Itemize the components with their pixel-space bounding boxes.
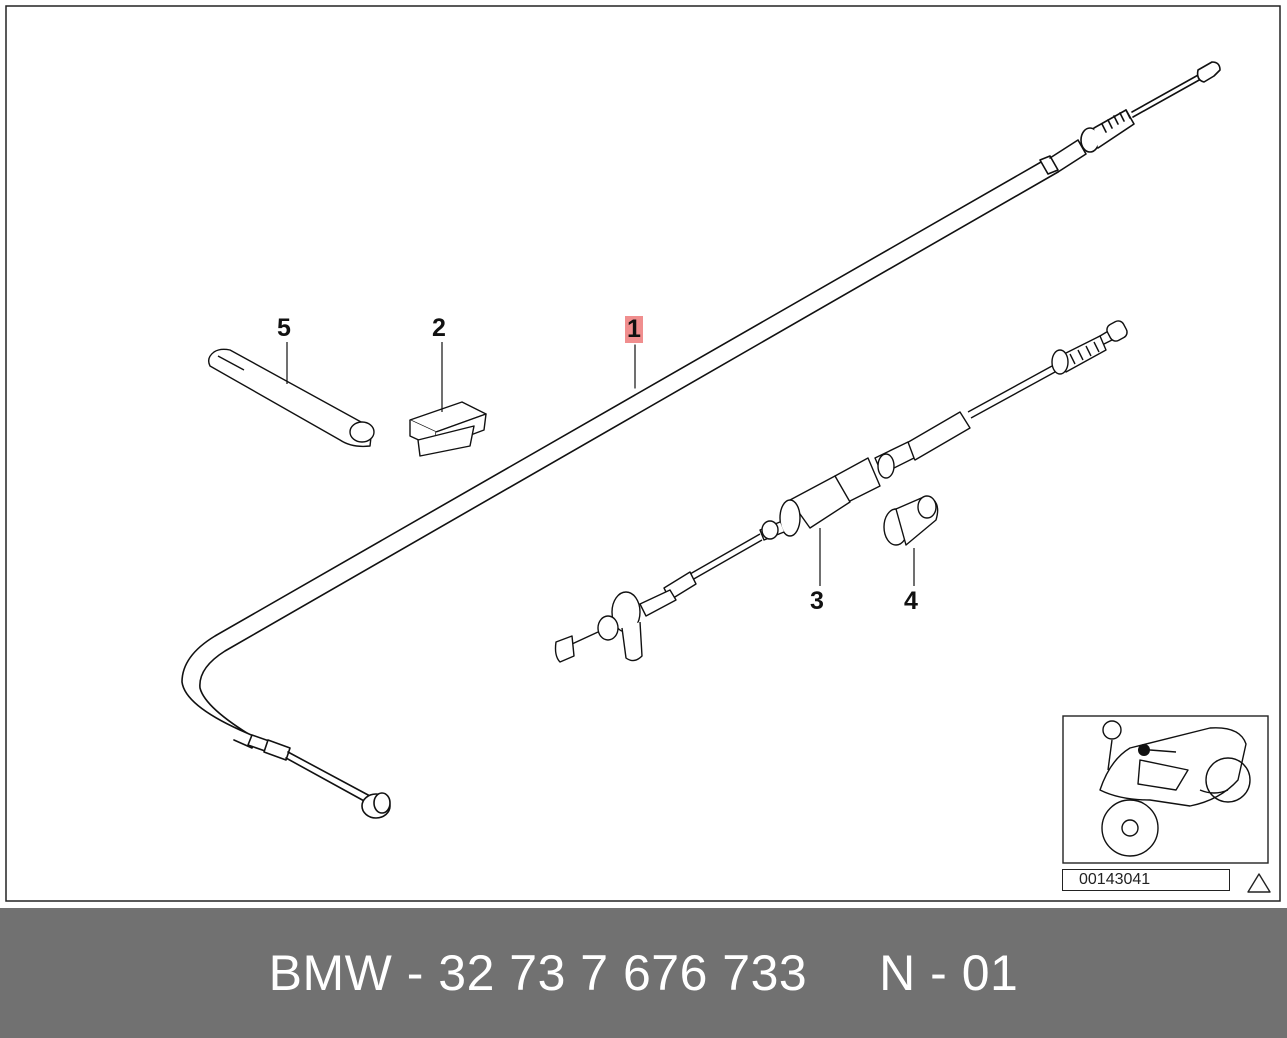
callout-part-1: 1 (625, 315, 643, 343)
callout-part-5: 5 (277, 314, 291, 342)
part-5-bracket (207, 342, 375, 448)
part-number-footer: BMW - 32 73 7 676 733 N - 01 (0, 908, 1287, 1038)
callout-part-2: 2 (432, 314, 446, 342)
callout-part-3: 3 (810, 587, 824, 615)
callout-part-4: 4 (904, 587, 918, 615)
parts-diagram (5, 5, 1281, 902)
motorcycle-locator-thumbnail (1062, 715, 1269, 864)
part-4-rubber-boot (883, 495, 939, 586)
parts-diagram-panel: 1 2 3 4 5 00143041 (5, 5, 1281, 902)
part-1-long-cable (181, 61, 1221, 819)
part-2-clip (409, 342, 487, 457)
part-number-label: BMW - 32 73 7 676 733 N - 01 (268, 945, 1019, 1001)
part-3-adjuster-cable (554, 320, 1128, 663)
diagram-frame (5, 5, 1281, 902)
warning-triangle-icon (1247, 873, 1271, 893)
diagram-reference-code: 00143041 (1062, 869, 1230, 891)
